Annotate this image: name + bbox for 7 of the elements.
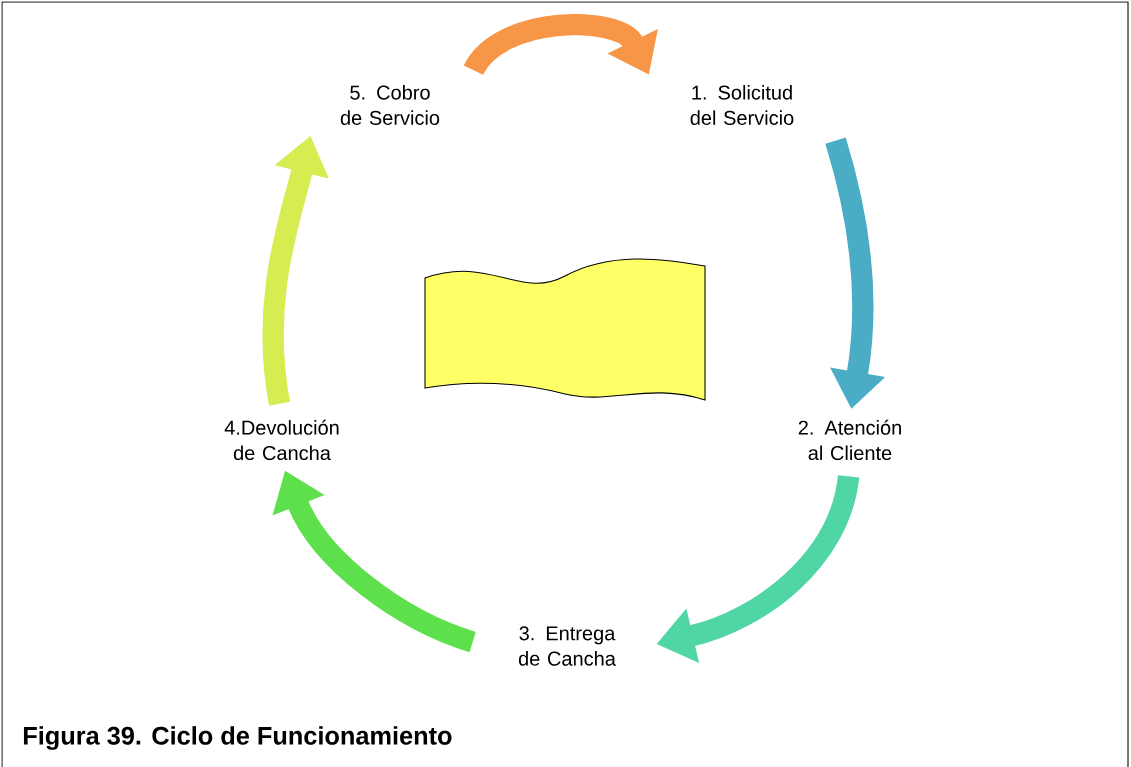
step-label: 1. Solicitud del Servicio bbox=[690, 85, 794, 125]
step-label: 5. Cobro de Servicio bbox=[340, 85, 440, 125]
figure-caption: Figura 39. Ciclo de Funcionamiento bbox=[23, 726, 452, 750]
step-label: 2. Atención al Cliente bbox=[798, 419, 901, 461]
step-label: 4.Devolución de Cancha bbox=[224, 419, 339, 461]
banner-shape bbox=[424, 258, 706, 401]
step-label: 3. Entrega de Cancha bbox=[518, 626, 616, 666]
